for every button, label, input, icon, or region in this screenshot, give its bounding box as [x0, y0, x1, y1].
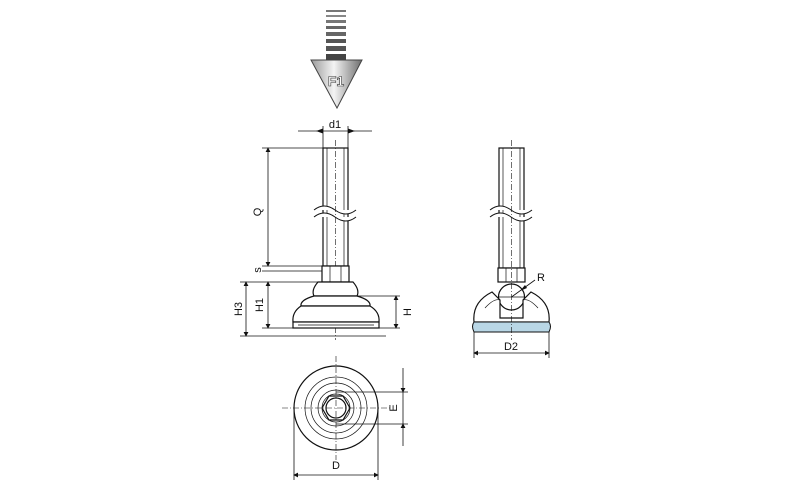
force-arrow: F1: [310, 10, 363, 110]
dim-d2-label: D2: [504, 341, 518, 353]
top-view: E D: [282, 356, 408, 480]
dim-h3-label: H3: [233, 302, 245, 316]
force-arrow-stripes: [326, 10, 346, 60]
dim-s-label: s: [252, 267, 264, 273]
dim-r-label: R: [537, 272, 545, 284]
dim-h1-label: H1: [254, 298, 266, 312]
dim-d-label: D: [332, 460, 340, 472]
section-view: R D2: [472, 140, 551, 358]
side-view: d1 Q s H3 H1 H: [233, 119, 414, 340]
dim-q-label: Q: [252, 207, 264, 216]
dim-h-label: H: [402, 308, 414, 316]
dim-d1-label: d1: [329, 119, 341, 131]
dim-e-label: E: [388, 404, 400, 411]
force-label: F1: [328, 73, 345, 89]
